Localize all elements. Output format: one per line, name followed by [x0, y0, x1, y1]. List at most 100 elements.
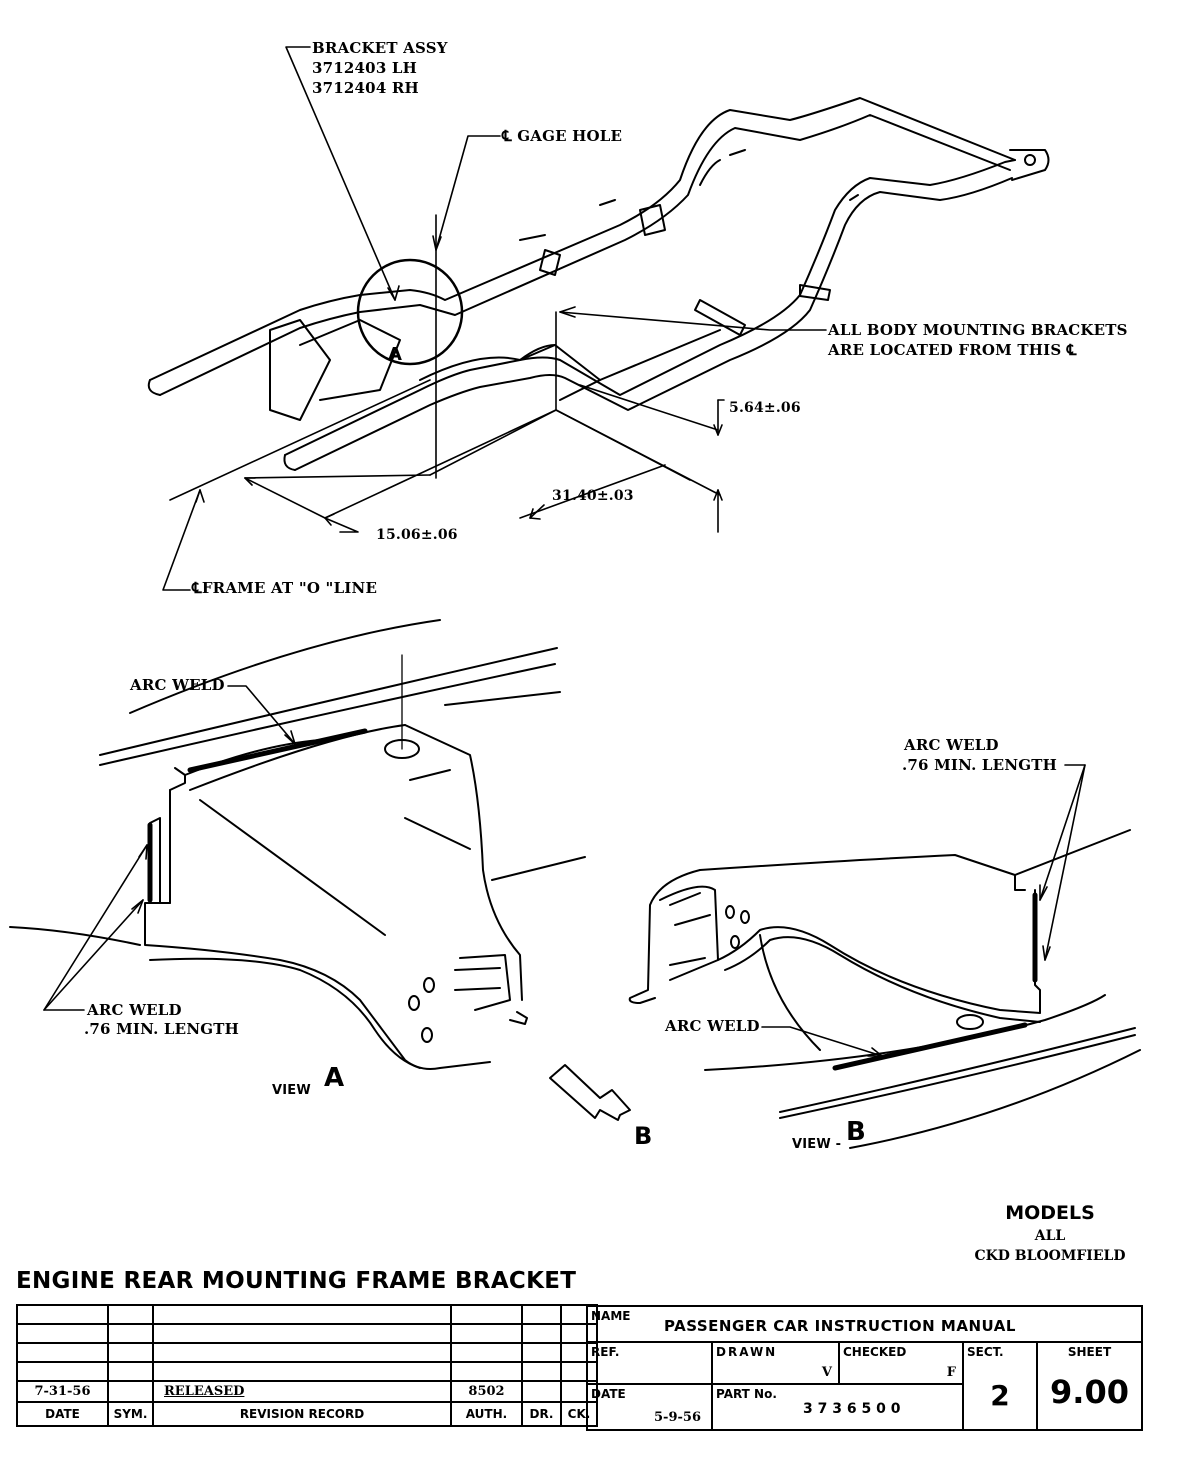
header-sym: SYM. — [107, 1401, 154, 1427]
view-b-arc-weld-side-label: ARC WELD — [904, 736, 999, 754]
drawn-cell: DRAWN V — [713, 1343, 840, 1385]
section-label: SECT. — [967, 1345, 1004, 1359]
drawn-label: DRAWN — [716, 1345, 778, 1359]
revision-record-cell — [152, 1304, 452, 1325]
date-value: 5-9-56 — [654, 1410, 701, 1425]
checked-value: F — [946, 1365, 956, 1380]
view-b-arc-weld-bottom-label: ARC WELD — [665, 1017, 760, 1035]
view-b-caption-word: VIEW - — [792, 1137, 842, 1152]
revision-dr-cell — [521, 1380, 562, 1403]
view-b-arrow-letter: B — [634, 1122, 653, 1150]
sheet-cell: SHEET 9.00 — [1038, 1343, 1141, 1429]
detail-circle-a — [356, 258, 464, 366]
revision-date-cell — [16, 1304, 109, 1325]
drawing-title: ENGINE REAR MOUNTING FRAME BRACKET — [16, 1268, 577, 1294]
frame-chassis-illustration — [147, 97, 1050, 471]
revision-ck-cell — [560, 1361, 598, 1382]
view-a-illustration — [9, 619, 586, 1070]
view-b-direction-arrow — [549, 1064, 631, 1121]
lateral-dimension: 15.06±.06 — [376, 527, 458, 543]
revision-record-cell — [152, 1323, 452, 1344]
revision-sym-cell — [107, 1304, 154, 1325]
part-number-cell: PART No. 3 7 3 6 5 0 0 — [713, 1385, 964, 1429]
revision-auth-cell — [450, 1342, 523, 1363]
checked-cell: CHECKED F — [840, 1343, 964, 1385]
view-a-leaders — [43, 685, 296, 1011]
ref-cell: REF. — [588, 1343, 713, 1385]
revision-date-cell — [16, 1342, 109, 1363]
view-a-min-length-label: .76 MIN. LENGTH — [84, 1020, 239, 1038]
models-line-all: ALL — [1034, 1228, 1066, 1244]
header-auth: AUTH. — [450, 1401, 523, 1427]
revision-auth-cell — [450, 1361, 523, 1382]
view-a-caption-word: VIEW — [272, 1083, 311, 1098]
longitudinal-dimension: 31.40±.03 — [552, 488, 634, 504]
height-dimension: 5.64±.06 — [729, 400, 801, 416]
part-number-value: 3 7 3 6 5 0 0 — [803, 1401, 901, 1417]
section-value: 2 — [990, 1379, 1010, 1412]
revision-date-cell: 7-31-56 — [16, 1380, 109, 1403]
body-mounting-note-line1: ALL BODY MOUNTING BRACKETS — [828, 321, 1128, 339]
revision-row — [16, 1323, 598, 1344]
title-block: NAME PASSENGER CAR INSTRUCTION MANUAL RE… — [586, 1305, 1143, 1431]
revision-record-cell — [152, 1361, 452, 1382]
header-ck: CK. — [560, 1401, 598, 1427]
frame-zero-line-label: ℄FRAME AT "O "LINE — [192, 579, 378, 597]
models-line-plant: CKD BLOOMFIELD — [974, 1248, 1126, 1264]
revision-date-cell — [16, 1361, 109, 1382]
revision-record-cell: RELEASED — [152, 1380, 452, 1403]
sheet-value: 9.00 — [1050, 1373, 1129, 1411]
checked-label: CHECKED — [843, 1345, 907, 1359]
models-block: MODELS ALL CKD BLOOMFIELD — [960, 1200, 1140, 1266]
header-revision-record: REVISION RECORD — [152, 1401, 452, 1427]
header-date: DATE — [16, 1401, 109, 1427]
revision-auth-cell: 8502 — [450, 1380, 523, 1403]
revision-record-table: 7-31-56 RELEASED 8502 DATE SYM. REVISION… — [16, 1304, 598, 1427]
view-a-arc-weld-side-label: ARC WELD — [87, 1001, 182, 1019]
view-b-min-length-label: .76 MIN. LENGTH — [902, 756, 1057, 774]
revision-sym-cell — [107, 1323, 154, 1344]
sheet-label: SHEET — [1067, 1345, 1112, 1359]
body-mounting-note-line2: ARE LOCATED FROM THIS ℄ — [828, 341, 1077, 359]
view-b-leaders — [761, 764, 1086, 1057]
section-cell: SECT. 2 — [964, 1343, 1038, 1429]
revision-header-row: DATE SYM. REVISION RECORD AUTH. DR. CK. — [16, 1401, 598, 1427]
name-cell: NAME PASSENGER CAR INSTRUCTION MANUAL — [588, 1307, 1141, 1343]
bracket-rh-part-number: 3712404 RH — [312, 79, 419, 97]
revision-ck-cell — [560, 1380, 598, 1403]
part-number-label: PART No. — [716, 1387, 777, 1401]
revision-dr-cell — [521, 1323, 562, 1344]
revision-dr-cell — [521, 1342, 562, 1363]
date-cell: DATE 5-9-56 — [588, 1385, 713, 1429]
name-label: NAME — [591, 1309, 631, 1323]
revision-ck-cell — [560, 1323, 598, 1344]
revision-record-cell — [152, 1342, 452, 1363]
revision-auth-cell — [450, 1304, 523, 1325]
revision-sym-cell — [107, 1361, 154, 1382]
detail-circle-letter: A — [388, 344, 403, 365]
models-heading: MODELS — [1005, 1202, 1095, 1224]
revision-ck-cell — [560, 1304, 598, 1325]
view-a-arc-weld-top-label: ARC WELD — [130, 676, 225, 694]
revision-dr-cell — [521, 1361, 562, 1382]
ref-label: REF. — [591, 1345, 620, 1359]
name-value: PASSENGER CAR INSTRUCTION MANUAL — [664, 1317, 1016, 1335]
top-view-leaders — [162, 46, 827, 591]
drawn-value: V — [821, 1365, 832, 1380]
bracket-assy-label: BRACKET ASSY — [312, 39, 448, 57]
revision-dr-cell — [521, 1304, 562, 1325]
revision-row — [16, 1342, 598, 1363]
date-label: DATE — [591, 1387, 626, 1401]
bracket-lh-part-number: 3712403 LH — [312, 59, 418, 77]
revision-ck-cell — [560, 1342, 598, 1363]
revision-row-released: 7-31-56 RELEASED 8502 — [16, 1380, 598, 1403]
revision-row — [16, 1304, 598, 1325]
revision-date-cell — [16, 1323, 109, 1344]
gage-hole-label: ℄ GAGE HOLE — [502, 127, 623, 145]
revision-sym-cell — [107, 1380, 154, 1403]
view-a-caption-letter: A — [324, 1063, 345, 1093]
revision-sym-cell — [107, 1342, 154, 1363]
revision-auth-cell — [450, 1323, 523, 1344]
view-b-illustration — [628, 829, 1141, 1149]
